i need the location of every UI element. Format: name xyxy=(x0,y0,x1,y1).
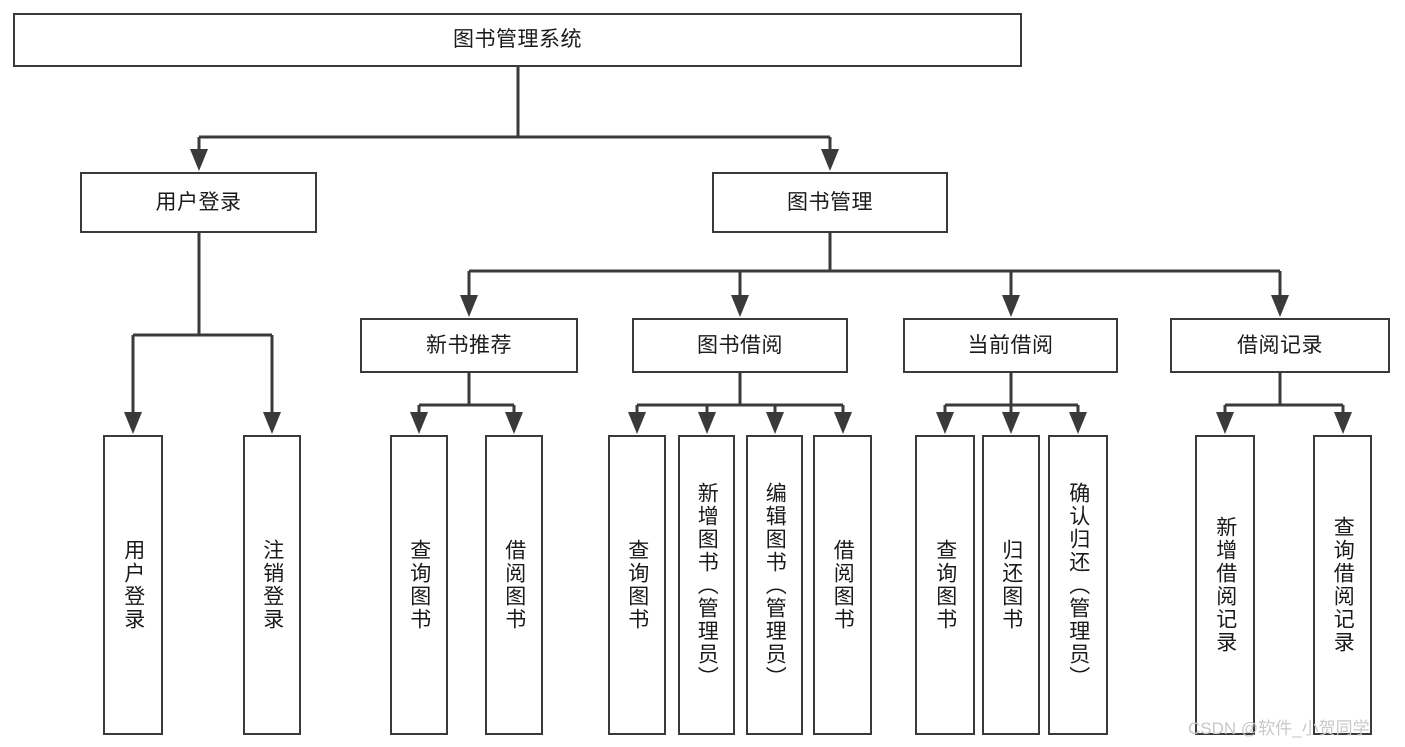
node-label-current: 当前借阅 xyxy=(967,333,1054,357)
arrow-head-leaf-rec-2 xyxy=(1334,412,1352,434)
node-box-leaf-borrow-2[interactable]: 新增图书（管理员） xyxy=(678,435,735,735)
node-label-leaf-borrow-4: 借阅图书 xyxy=(831,539,855,631)
arrow-head-leaf-borrow-3 xyxy=(766,412,784,434)
node-label-newbook: 新书推荐 xyxy=(426,333,512,357)
node-box-current[interactable]: 当前借阅 xyxy=(903,318,1118,373)
arrow-head-leaf-login-1 xyxy=(124,412,142,434)
watermark: CSDN @软件_小贺同学 xyxy=(1188,719,1370,738)
node-label-leaf-cur-2: 归还图书 xyxy=(999,539,1023,631)
arrow-head-current xyxy=(1002,295,1020,317)
node-box-leaf-login-2[interactable]: 注销登录 xyxy=(243,435,301,735)
node-label-bookmgr: 图书管理 xyxy=(787,190,873,214)
node-label-leaf-rec-2: 查询借阅记录 xyxy=(1331,516,1355,654)
arrow-head-leaf-cur-3 xyxy=(1069,412,1087,434)
arrow-head-records xyxy=(1271,295,1289,317)
arrow-head-leaf-borrow-2 xyxy=(698,412,716,434)
node-label-records: 借阅记录 xyxy=(1237,333,1323,357)
arrow-head-leaf-borrow-1 xyxy=(628,412,646,434)
node-box-newbook[interactable]: 新书推荐 xyxy=(360,318,578,373)
node-label-leaf-borrow-1: 查询图书 xyxy=(625,539,649,631)
node-label-leaf-borrow-3: 编辑图书（管理员） xyxy=(763,481,787,689)
arrow-head-leaf-login-2 xyxy=(263,412,281,434)
node-box-borrow[interactable]: 图书借阅 xyxy=(632,318,848,373)
node-label-leaf-login-2: 注销登录 xyxy=(260,539,284,631)
node-box-leaf-new-1[interactable]: 查询图书 xyxy=(390,435,448,735)
arrow-head-login xyxy=(190,149,208,171)
node-label-leaf-cur-3: 确认归还（管理员） xyxy=(1066,481,1090,689)
node-box-root[interactable]: 图书管理系统 xyxy=(13,13,1022,67)
node-box-leaf-borrow-3[interactable]: 编辑图书（管理员） xyxy=(746,435,803,735)
node-label-leaf-new-1: 查询图书 xyxy=(407,539,431,631)
arrow-head-leaf-cur-1 xyxy=(936,412,954,434)
page-title: 图书管理系统 xyxy=(453,28,582,52)
node-box-leaf-cur-2[interactable]: 归还图书 xyxy=(982,435,1040,735)
node-box-login[interactable]: 用户登录 xyxy=(80,172,317,233)
node-box-leaf-borrow-1[interactable]: 查询图书 xyxy=(608,435,666,735)
arrow-head-leaf-rec-1 xyxy=(1216,412,1234,434)
arrow-head-leaf-borrow-4 xyxy=(834,412,852,434)
node-box-leaf-new-2[interactable]: 借阅图书 xyxy=(485,435,543,735)
node-label-leaf-cur-1: 查询图书 xyxy=(933,539,957,631)
node-label-leaf-borrow-2: 新增图书（管理员） xyxy=(695,481,719,689)
node-box-leaf-rec-1[interactable]: 新增借阅记录 xyxy=(1195,435,1255,735)
node-box-leaf-cur-3[interactable]: 确认归还（管理员） xyxy=(1048,435,1108,735)
node-box-bookmgr[interactable]: 图书管理 xyxy=(712,172,948,233)
node-label-leaf-rec-1: 新增借阅记录 xyxy=(1213,516,1237,654)
arrow-head-newbook xyxy=(460,295,478,317)
node-label-login: 用户登录 xyxy=(155,190,242,214)
arrow-head-bookmgr xyxy=(821,149,839,171)
node-box-leaf-cur-1[interactable]: 查询图书 xyxy=(915,435,975,735)
arrow-head-leaf-new-1 xyxy=(410,412,428,434)
node-label-borrow: 图书借阅 xyxy=(697,333,783,357)
node-box-leaf-rec-2[interactable]: 查询借阅记录 xyxy=(1313,435,1372,735)
arrow-head-leaf-cur-2 xyxy=(1002,412,1020,434)
node-label-leaf-new-2: 借阅图书 xyxy=(502,539,526,631)
node-box-leaf-login-1[interactable]: 用户登录 xyxy=(103,435,163,735)
arrow-head-leaf-new-2 xyxy=(505,412,523,434)
arrow-head-borrow xyxy=(731,295,749,317)
node-box-leaf-borrow-4[interactable]: 借阅图书 xyxy=(813,435,872,735)
node-label-leaf-login-1: 用户登录 xyxy=(121,539,145,631)
node-box-records[interactable]: 借阅记录 xyxy=(1170,318,1390,373)
